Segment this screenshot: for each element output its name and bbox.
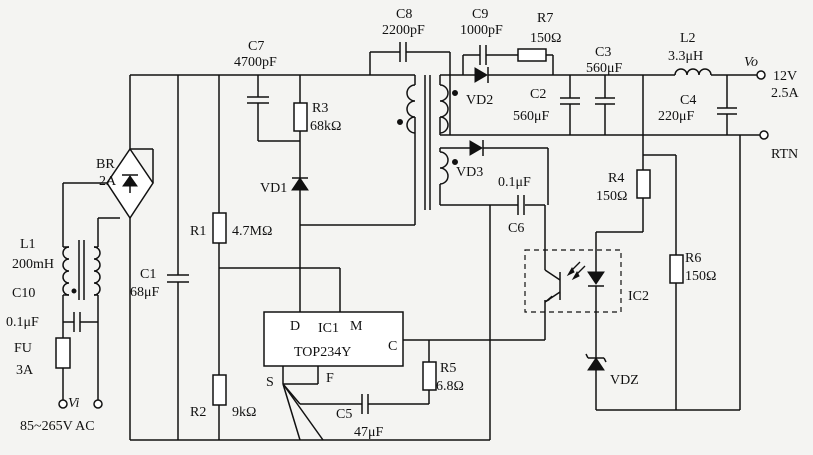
diode-vd3	[469, 140, 484, 156]
label-c3: C3	[595, 45, 611, 60]
label-r5: R5	[440, 361, 456, 376]
resistor-r3	[293, 102, 308, 132]
label-r2: R2	[190, 405, 206, 420]
diode-vd2	[474, 67, 489, 83]
label-ic1: IC1	[318, 321, 339, 336]
label-vd1: VD1	[260, 181, 287, 196]
label-br: BR	[96, 157, 115, 172]
label-c2-val: 560μF	[513, 109, 550, 124]
label-pin-d: D	[290, 319, 300, 334]
diode-vd1	[291, 177, 309, 191]
label-br-val: 2A	[99, 174, 117, 189]
label-c4: C4	[680, 93, 696, 108]
ic1-top234y	[263, 311, 404, 367]
label-l2: L2	[680, 31, 696, 46]
label-r4-val: 150Ω	[596, 189, 627, 204]
label-r6-val: 150Ω	[685, 269, 716, 284]
label-pin-m: M	[350, 319, 363, 334]
bridge-rectifier-br	[106, 147, 154, 220]
label-c9: C9	[472, 7, 488, 22]
transformer	[397, 75, 458, 226]
label-vo: Vo	[744, 55, 758, 70]
optocoupler-ic2	[524, 249, 622, 313]
label-c3-val: 560μF	[586, 61, 623, 76]
label-c2: C2	[530, 87, 546, 102]
label-c5: C5	[336, 407, 352, 422]
label-l1: L1	[20, 237, 36, 252]
label-c9-val: 1000pF	[460, 23, 503, 38]
label-c10: C10	[12, 286, 35, 301]
label-pin-c: C	[388, 339, 397, 354]
label-vi: Vi	[68, 396, 80, 411]
label-vd3: VD3	[456, 165, 483, 180]
label-c5-val: 47μF	[354, 425, 384, 440]
label-r5-val: 6.8Ω	[436, 379, 464, 394]
resistor-r4	[636, 169, 651, 199]
label-c6-val: 0.1μF	[498, 175, 531, 190]
label-l1-val: 200mH	[12, 257, 54, 272]
label-r1-val: 4.7MΩ	[232, 224, 272, 239]
label-r2-val: 9kΩ	[232, 405, 256, 420]
label-c7: C7	[248, 39, 264, 54]
opto-led	[566, 261, 605, 287]
label-fu: FU	[14, 341, 32, 356]
label-c1: C1	[140, 267, 156, 282]
label-out-v: 12V	[773, 69, 797, 84]
label-c10-val: 0.1μF	[6, 315, 39, 330]
inductor-l1	[62, 240, 101, 300]
label-r1: R1	[190, 224, 206, 239]
label-c8: C8	[396, 7, 412, 22]
resistor-r5	[422, 361, 437, 391]
label-c7-val: 4700pF	[234, 55, 277, 70]
label-vi-range: 85~265V AC	[20, 419, 95, 434]
input-terminal-1	[58, 399, 68, 409]
output-terminal-vo	[756, 70, 766, 80]
label-r3: R3	[312, 101, 328, 116]
inductor-l2	[674, 68, 712, 76]
opto-transistor	[544, 269, 561, 303]
output-terminal-rtn	[759, 130, 769, 140]
label-rtn: RTN	[771, 147, 798, 162]
resistor-r1	[212, 212, 227, 244]
label-c1-val: 68μF	[130, 285, 160, 300]
label-l2-val: 3.3μH	[668, 49, 703, 64]
label-r7-val: 150Ω	[530, 31, 561, 46]
label-ic1-part: TOP234Y	[294, 345, 351, 360]
label-r7: R7	[537, 11, 553, 26]
label-c4-val: 220μF	[658, 109, 695, 124]
input-terminal-2	[93, 399, 103, 409]
label-r6: R6	[685, 251, 701, 266]
label-pin-s: S	[266, 375, 274, 390]
label-ic2: IC2	[628, 289, 649, 304]
resistor-r2	[212, 374, 227, 406]
capacitor-c1	[167, 75, 189, 440]
resistor-r6	[669, 254, 684, 284]
label-r4: R4	[608, 171, 624, 186]
resistor-r7	[517, 48, 547, 62]
label-vdz: VDZ	[610, 373, 639, 388]
label-c6: C6	[508, 221, 524, 236]
label-vd2: VD2	[466, 93, 493, 108]
label-r3-val: 68kΩ	[310, 119, 341, 134]
input-section	[55, 75, 154, 440]
label-fu-val: 3A	[16, 363, 34, 378]
label-c8-val: 2200pF	[382, 23, 425, 38]
label-out-a: 2.5A	[771, 86, 800, 101]
label-pin-f: F	[326, 371, 334, 386]
fuse-fu	[55, 337, 71, 369]
